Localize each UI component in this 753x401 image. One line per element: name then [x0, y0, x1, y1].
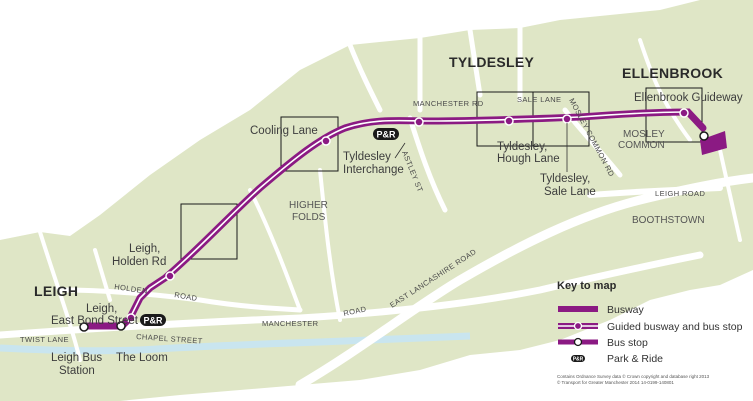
road-label-holden-road: ROAD	[174, 290, 199, 303]
pr-label: P&R	[376, 130, 396, 140]
key-title: Key to map	[557, 280, 617, 292]
road-network	[0, 25, 753, 390]
label-leigh-bus-1: Leigh Bus	[51, 352, 102, 364]
road-higher-folds	[248, 168, 342, 322]
stop-tyldesley-interchange	[414, 117, 424, 127]
busway-terminus	[700, 131, 727, 155]
road-leigh-west	[38, 230, 112, 362]
town-tyldesley: TYLDESLEY	[449, 54, 535, 70]
key-pr-badge	[571, 355, 585, 362]
credit-tfgm: © Transport for Greater Manchester 2014 …	[557, 379, 674, 385]
stop-hough-lane	[504, 116, 514, 126]
box-holden	[180, 203, 238, 260]
road-label-leigh-road: LEIGH ROAD	[655, 189, 705, 198]
stop-sale-lane	[562, 114, 572, 124]
label-sale-1: Tyldesley,	[540, 173, 590, 185]
label-hough-2: Hough Lane	[497, 153, 560, 165]
key-pr-text: P&R	[573, 357, 584, 363]
park-ride-badge-tyldesley: P&R	[373, 128, 399, 140]
road-astley	[407, 115, 448, 213]
label-interchange-1: Tyldesley	[343, 151, 391, 163]
label-sale-2: Sale Lane	[544, 186, 596, 198]
road-label-twist-lane: TWIST LANE	[20, 335, 69, 344]
label-interchange-2: Interchange	[343, 164, 404, 176]
label-cooling-lane: Cooling Lane	[250, 125, 318, 137]
road-manchester-rd-north	[0, 251, 704, 339]
leader-interchange	[394, 142, 406, 159]
river	[0, 332, 471, 355]
pr-label: P&R	[143, 316, 163, 326]
busway-route	[84, 108, 727, 330]
stop-cooling-lane	[321, 136, 331, 146]
area-common: COMMON	[618, 140, 665, 151]
key-bus-stop-label: Bus stop	[607, 337, 648, 349]
stop-east-bond	[126, 313, 136, 323]
label-leigh-bus-2: Station	[59, 365, 95, 377]
stop-ellenbrook-guideway	[679, 108, 689, 118]
road-tyldesley-north	[347, 25, 523, 113]
park-ride-badge-leigh: P&R	[140, 314, 166, 326]
area-higher: HIGHER	[289, 200, 328, 211]
key-guided-stop	[573, 321, 583, 331]
road-leigh-road	[587, 185, 723, 198]
road-holden	[57, 287, 303, 313]
town-ellenbrook: ELLENBROOK	[622, 65, 723, 81]
key-park-ride-label: Park & Ride	[607, 353, 663, 365]
key-guided-label: Guided busway and bus stop	[607, 321, 743, 333]
town-leigh: LEIGH	[34, 283, 78, 299]
box-cooling-lane	[280, 116, 339, 172]
label-hough-1: Tyldesley,	[497, 141, 547, 153]
road-label-manchester-rd: MANCHESTER RD	[413, 99, 484, 108]
credit-os: Contains Ordnance Survey data © Crown co…	[557, 373, 710, 379]
key-bus-stop-dot	[573, 337, 583, 347]
stop-the-loom	[116, 321, 126, 331]
label-east-bond-1: Leigh,	[86, 303, 117, 315]
stop-ellenbrook-end	[699, 131, 709, 141]
label-ellenbrook-guideway: Ellenbrook Guideway	[634, 92, 743, 104]
key-busway-label: Busway	[607, 304, 645, 316]
road-ellenbrook	[638, 38, 742, 242]
area-folds: FOLDS	[292, 212, 326, 223]
road-label-manchester-1: MANCHESTER	[262, 319, 319, 328]
stops	[79, 108, 709, 332]
area-mosley: MOSLEY	[623, 129, 665, 140]
area-boothstown: BOOTHSTOWN	[632, 215, 705, 226]
busway-guided-centre	[129, 111, 689, 319]
label-the-loom: The Loom	[116, 352, 168, 364]
label-holden-1: Leigh,	[129, 243, 160, 255]
stop-holden-rd	[165, 271, 175, 281]
map-key: Key to map Busway Guided busway and bus …	[557, 280, 743, 385]
label-east-bond-2: East Bond Street	[51, 315, 139, 327]
stop-leigh-bus-station	[79, 322, 89, 332]
label-holden-2: Holden Rd	[112, 256, 166, 268]
road-label-sale-lane: SALE LANE	[517, 95, 561, 104]
